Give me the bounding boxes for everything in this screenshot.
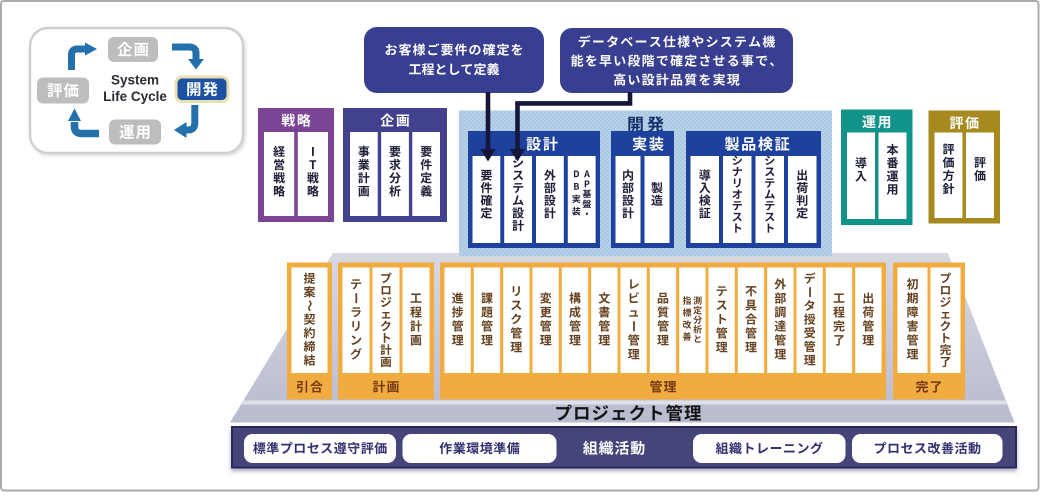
svg-text:System: System (111, 73, 159, 88)
svg-text:Life Cycle: Life Cycle (103, 89, 167, 104)
